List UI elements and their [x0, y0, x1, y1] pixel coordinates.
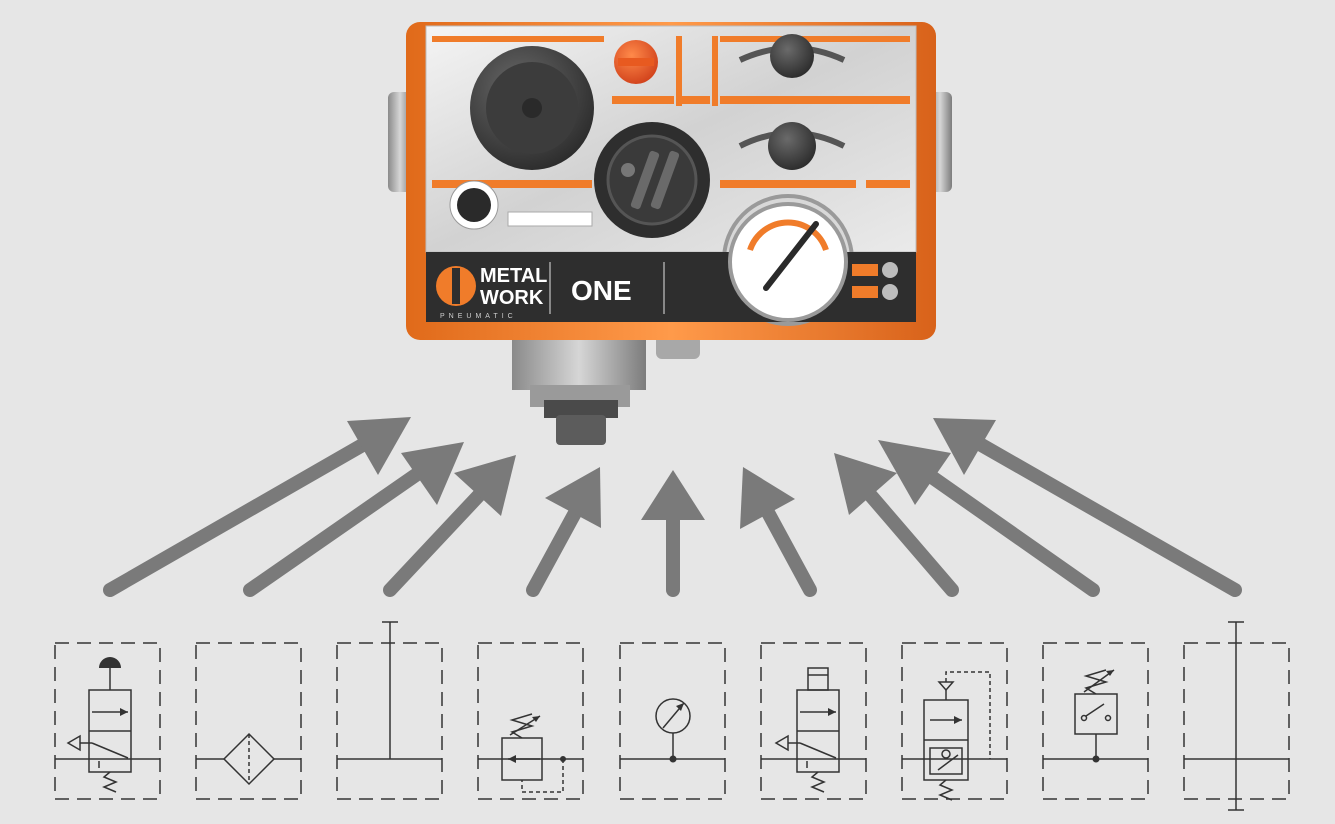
arrow-6 [740, 467, 817, 597]
arrow-1 [103, 417, 411, 597]
led-indicator-2 [852, 286, 878, 298]
symbol-manual-shutoff-valve [54, 642, 161, 800]
metalwork-logo-mark [436, 266, 476, 306]
cable-gland [656, 335, 700, 359]
module-arrows [103, 417, 1242, 597]
led-indicator-1 [852, 264, 878, 276]
arrow-7 [834, 453, 959, 597]
pneumatic-symbols [54, 621, 1290, 811]
panel-graphics [432, 36, 910, 188]
regulator-knob-bottom [768, 122, 816, 170]
brand-bottom: WORK [480, 287, 544, 309]
symbol-filter [195, 642, 302, 800]
arrow-5 [641, 470, 705, 597]
symbol-soft-start-valve [901, 642, 1008, 801]
bottom-outlet [512, 330, 646, 445]
arrow-8 [878, 440, 1100, 597]
brand-sub: PNEUMATIC [440, 313, 517, 320]
symbol-pressure-regulator [477, 642, 584, 800]
brand-top: METAL [480, 265, 547, 287]
arrow-4 [526, 467, 601, 597]
regulator-knob-top [770, 34, 814, 78]
model-name: ONE [571, 275, 632, 306]
symbol-pressure-switch [1042, 642, 1149, 800]
symbol-pressure-gauge [619, 642, 726, 800]
arrow-9 [933, 418, 1242, 597]
arrow-2 [243, 442, 464, 597]
symbol-outlet-module [1183, 621, 1290, 811]
metalwork-one-device: METAL WORK PNEUMATIC ONE [388, 22, 952, 445]
symbol-solenoid-shutoff-valve [760, 642, 867, 800]
arrow-3 [383, 455, 516, 597]
symbol-intake-module [336, 621, 443, 800]
